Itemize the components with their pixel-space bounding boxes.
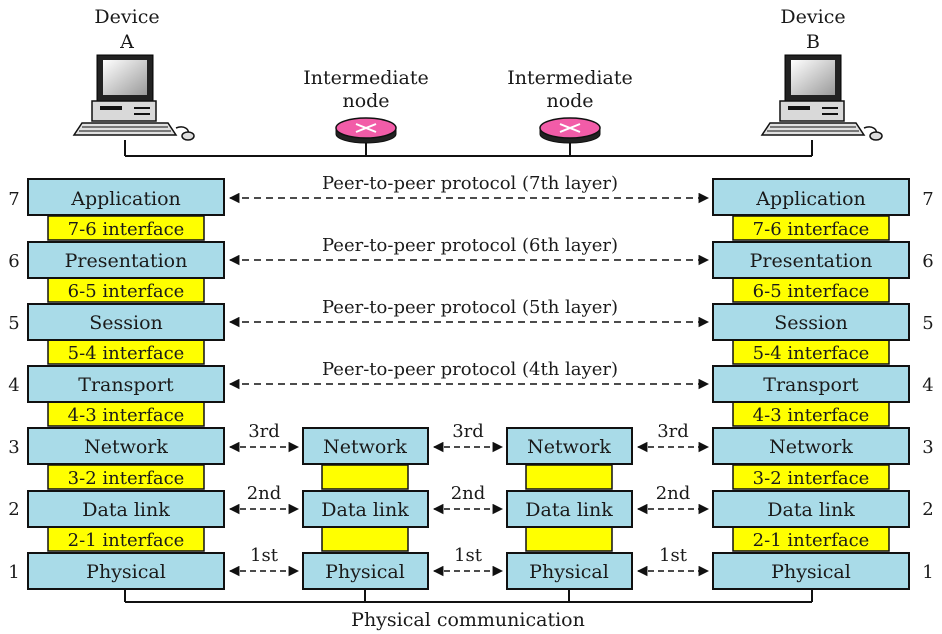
node-2-label-line2: node — [546, 90, 593, 112]
hop-label-3rd: 3rd — [657, 421, 689, 442]
interface-label: 7-6 interface — [753, 219, 870, 240]
layer-number: 2 — [922, 499, 933, 520]
layer-number: 2 — [8, 499, 19, 520]
layer-number: 1 — [8, 562, 19, 583]
layer-number: 5 — [922, 313, 933, 334]
interface-label: 7-6 interface — [68, 219, 185, 240]
layer-label-application: Application — [70, 188, 181, 210]
layer-number: 7 — [922, 189, 933, 210]
interface-label: 4-3 interface — [753, 405, 870, 426]
node-1-label: Intermediate — [303, 67, 428, 89]
computer-b-icon — [760, 54, 883, 141]
layer-number: 4 — [8, 375, 19, 396]
device-a-stack: Application Presentation Session Transpo… — [27, 178, 225, 590]
interface-label: 3-2 interface — [753, 468, 870, 489]
layer-label-presentation: Presentation — [65, 250, 188, 272]
node-layer-physical: Physical — [529, 561, 609, 583]
top-network-line — [124, 140, 813, 157]
layer-number: 7 — [8, 189, 19, 210]
device-b-letter: B — [806, 31, 820, 53]
router-2-icon — [539, 117, 601, 144]
layer-number: 3 — [922, 437, 933, 458]
hop-label-1st: 1st — [454, 545, 483, 566]
layer-label-physical: Physical — [771, 561, 851, 583]
interface-label: 6-5 interface — [68, 281, 185, 302]
hop-labels: 3rd 3rd 3rd 2nd 2nd 2nd 1st 1st 1st — [247, 421, 691, 566]
device-a-label: Device — [94, 6, 159, 28]
device-b-stack: Application Presentation Session Transpo… — [712, 178, 910, 590]
layer-label-presentation: Presentation — [750, 250, 873, 272]
node-layer-physical: Physical — [325, 561, 405, 583]
device-a-letter: A — [119, 31, 134, 53]
node-2-stack: Network Data link Physical — [506, 427, 633, 590]
hop-label-3rd: 3rd — [248, 421, 280, 442]
peer-protocol-label: Peer-to-peer protocol (6th layer) — [322, 235, 618, 256]
layer-number: 6 — [8, 251, 19, 272]
physical-communication-label: Physical communication — [351, 609, 585, 631]
device-b-label: Device — [780, 6, 845, 28]
peer-protocol-label: Peer-to-peer protocol (4th layer) — [322, 359, 618, 380]
hop-label-1st: 1st — [659, 545, 688, 566]
peer-protocol-label: Peer-to-peer protocol (5th layer) — [322, 297, 618, 318]
layer-number: 4 — [922, 375, 933, 396]
layer-label-transport: Transport — [78, 374, 174, 396]
node-layer-network: Network — [527, 436, 611, 458]
layer-label-session: Session — [774, 312, 848, 334]
layer-number: 6 — [922, 251, 933, 272]
hop-label-1st: 1st — [250, 545, 279, 566]
layer-label-network: Network — [84, 436, 168, 458]
layer-number: 3 — [8, 437, 19, 458]
node-layer-data-link: Data link — [525, 499, 613, 521]
interface-label: 4-3 interface — [68, 405, 185, 426]
router-1-icon — [335, 117, 397, 144]
interface-label: 2-1 interface — [68, 530, 185, 551]
computer-a-icon — [72, 54, 195, 141]
node-interfaces — [321, 464, 613, 552]
layer-number: 1 — [922, 562, 933, 583]
hop-label-2nd: 2nd — [247, 483, 282, 504]
interface-label: 6-5 interface — [753, 281, 870, 302]
layer-numbers-right: 7 6 5 4 3 2 1 — [922, 189, 933, 583]
interface-label: 3-2 interface — [68, 468, 185, 489]
layer-numbers-left: 7 6 5 4 3 2 1 — [8, 189, 19, 583]
layer-label-transport: Transport — [763, 374, 859, 396]
hop-label-2nd: 2nd — [451, 483, 486, 504]
layer-label-session: Session — [89, 312, 163, 334]
left-interfaces: 7-6 interface 6-5 interface 5-4 interfac… — [47, 215, 205, 552]
interface-label: 2-1 interface — [753, 530, 870, 551]
node-1-label-line2: node — [342, 90, 389, 112]
interface-label: 5-4 interface — [753, 343, 870, 364]
hop-label-3rd: 3rd — [452, 421, 484, 442]
hop-arrows — [228, 441, 710, 577]
layer-number: 5 — [8, 313, 19, 334]
node-1-stack: Network Data link Physical — [302, 427, 429, 590]
layer-label-network: Network — [769, 436, 853, 458]
hop-label-2nd: 2nd — [656, 483, 691, 504]
layer-label-application: Application — [755, 188, 866, 210]
interface-label: 5-4 interface — [68, 343, 185, 364]
node-layer-network: Network — [323, 436, 407, 458]
node-2-label: Intermediate — [507, 67, 632, 89]
physical-link-line — [124, 589, 813, 603]
layer-label-data-link: Data link — [82, 499, 170, 521]
peer-protocol-label: Peer-to-peer protocol (7th layer) — [322, 173, 618, 194]
node-layer-data-link: Data link — [321, 499, 409, 521]
layer-label-physical: Physical — [86, 561, 166, 583]
layer-label-data-link: Data link — [767, 499, 855, 521]
peer-protocol-arrows — [228, 192, 710, 390]
